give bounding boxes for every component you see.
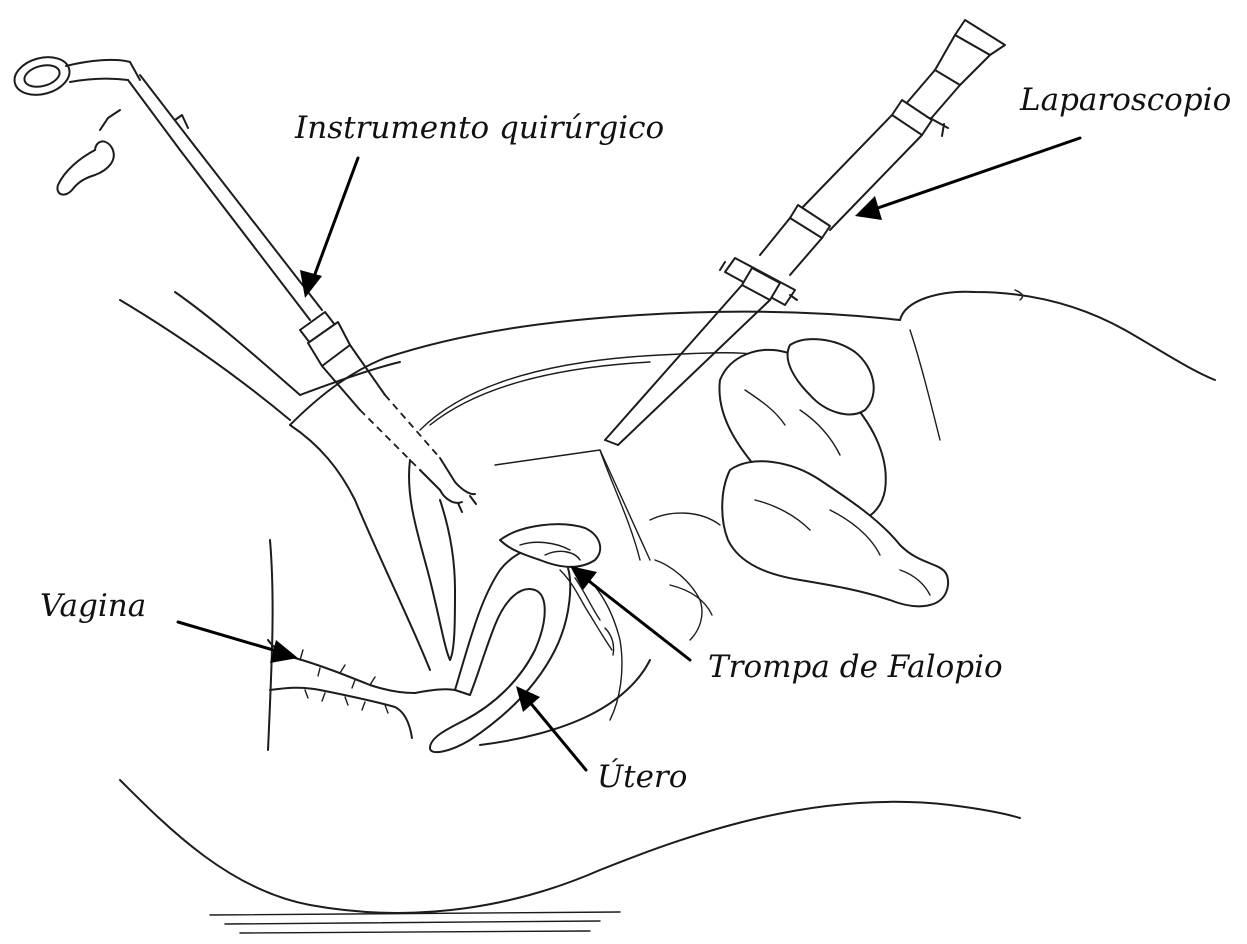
label-fallopian-tube: Trompa de Falopio: [708, 649, 1003, 685]
arrow-vagina: [178, 622, 298, 663]
vagina-illustration: [268, 640, 455, 738]
label-laparoscope: Laparoscopio: [1019, 82, 1231, 118]
label-uterus: Útero: [597, 757, 687, 795]
label-vagina: Vagina: [40, 588, 146, 624]
bladder-illustration: [409, 460, 455, 660]
arrow-uterus: [516, 686, 586, 770]
label-instrument: Instrumento quirúrgico: [294, 110, 664, 146]
body-outline: [120, 290, 1215, 933]
arrow-instrument: [300, 158, 358, 298]
uterus-illustration: [430, 548, 622, 753]
intestines-illustration: [650, 339, 948, 640]
arrow-laparoscope: [855, 138, 1080, 220]
